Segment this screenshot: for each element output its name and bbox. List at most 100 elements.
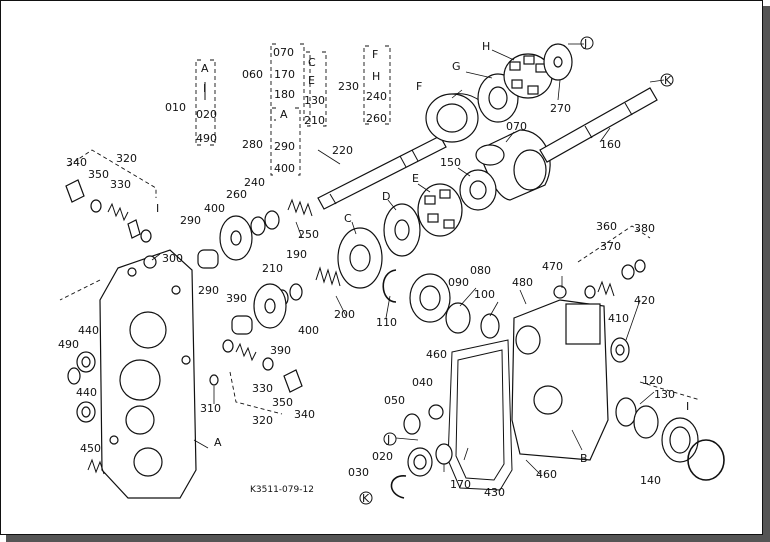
part-number-400-3: 400 <box>298 324 319 337</box>
part-number-460-2: 460 <box>536 468 557 481</box>
part-number-320-2: 320 <box>252 414 273 427</box>
ref-letter-F: F <box>416 80 422 93</box>
part-number-450: 450 <box>80 442 101 455</box>
part-number-150: 150 <box>440 156 461 169</box>
ref-letter-E: E <box>412 172 419 185</box>
ref-letter-J-2: J <box>386 433 390 446</box>
drawing-code: K3511-079-12 <box>250 485 314 495</box>
seal-170 <box>435 443 453 465</box>
group-letter-I: I <box>203 82 206 95</box>
subassembly-bracket-060 <box>270 43 327 127</box>
part-number-070-2: 070 <box>506 120 527 133</box>
part-number-400-2: 400 <box>204 202 225 215</box>
part-number-480: 480 <box>512 276 533 289</box>
spring-250 <box>287 198 313 217</box>
part-number-230: 230 <box>338 80 359 93</box>
part-number-240: 240 <box>366 90 387 103</box>
spring-200 <box>315 266 341 287</box>
plug-300 <box>143 255 157 269</box>
ref-letter-H: H <box>482 40 490 53</box>
part-number-130-2: 130 <box>654 388 675 401</box>
part-number-490: 490 <box>196 132 217 145</box>
part-number-440-2: 440 <box>76 386 97 399</box>
ref-letter-K: K <box>664 74 672 87</box>
subassembly-bracket-230 <box>363 45 391 125</box>
part-number-440: 440 <box>78 324 99 337</box>
bolt-450 <box>87 458 105 475</box>
washer-260 <box>250 216 266 236</box>
relief-valve-320-upper <box>65 149 157 243</box>
snap-ring-030 <box>390 475 407 499</box>
part-number-060: 060 <box>242 68 263 81</box>
ref-letter-K-2: K <box>362 492 370 505</box>
washer-270 <box>543 43 573 81</box>
part-number-130: 130 <box>304 94 325 107</box>
subassembly-bracket-280 <box>270 107 301 176</box>
part-number-090: 090 <box>448 276 469 289</box>
washer-190 <box>289 283 303 301</box>
ref-letter-I-2: I <box>686 400 689 413</box>
seal-440-upper <box>76 351 96 373</box>
group-letter-C: C <box>308 56 316 69</box>
ref-letter-J: J <box>583 37 587 50</box>
part-number-330-2: 330 <box>252 382 273 395</box>
housing-070 <box>475 129 551 201</box>
shaft-160 <box>539 87 658 163</box>
part-number-200: 200 <box>334 308 355 321</box>
ref-marker-K-top <box>660 73 674 87</box>
part-number-460: 460 <box>426 348 447 361</box>
part-number-330: 330 <box>110 178 131 191</box>
nut-040 <box>428 404 444 420</box>
part-number-140: 140 <box>640 474 661 487</box>
bearing-290-upper <box>197 249 219 269</box>
leader-lines <box>151 43 665 475</box>
seal-490 <box>67 367 81 385</box>
part-number-400: 400 <box>274 162 295 175</box>
plate-400-lower <box>253 283 287 329</box>
bearing-080 <box>409 273 451 323</box>
part-number-340-2: 340 <box>294 408 315 421</box>
part-number-320: 320 <box>116 152 137 165</box>
group-letter-F: F <box>372 48 378 61</box>
bearing-290-lower <box>231 315 253 335</box>
part-number-220: 220 <box>332 144 353 157</box>
part-number-370: 370 <box>600 240 621 253</box>
ring-150 <box>459 169 497 211</box>
part-number-270: 270 <box>550 102 571 115</box>
part-number-160: 160 <box>600 138 621 151</box>
ref-marker-J-bottom <box>383 432 397 446</box>
shaft-220 <box>317 135 447 210</box>
part-number-010: 010 <box>165 101 186 114</box>
rear-housing <box>511 299 609 461</box>
part-number-290: 290 <box>274 140 295 153</box>
part-number-260: 260 <box>366 112 387 125</box>
subassembly-bracket-010 <box>195 59 216 146</box>
part-number-080: 080 <box>470 264 491 277</box>
plate-D <box>383 203 421 257</box>
part-number-310: 310 <box>200 402 221 415</box>
part-number-190: 190 <box>286 248 307 261</box>
bearing-group-120 <box>615 381 725 481</box>
part-number-170-2: 170 <box>450 478 471 491</box>
collar-100 <box>480 313 500 339</box>
part-number-250: 250 <box>298 228 319 241</box>
part-number-280: 280 <box>242 138 263 151</box>
part-number-240-2: 240 <box>244 176 265 189</box>
part-number-070: 070 <box>273 46 294 59</box>
relief-valve-320-lower <box>222 339 303 415</box>
part-number-050: 050 <box>384 394 405 407</box>
ref-letter-D: D <box>382 190 390 203</box>
washer-050 <box>403 413 421 435</box>
part-number-470: 470 <box>542 260 563 273</box>
snap-ring-110 <box>382 269 397 303</box>
part-number-380: 380 <box>634 222 655 235</box>
part-number-360: 360 <box>596 220 617 233</box>
callout-labels: A I 010 020 490 060 070 170 180 C E 130 … <box>58 37 689 505</box>
part-number-040: 040 <box>412 376 433 389</box>
seal-410 <box>610 337 630 363</box>
part-number-340: 340 <box>66 156 87 169</box>
part-number-030: 030 <box>348 466 369 479</box>
seal-090 <box>445 302 471 334</box>
border-shadow-right <box>763 6 770 542</box>
